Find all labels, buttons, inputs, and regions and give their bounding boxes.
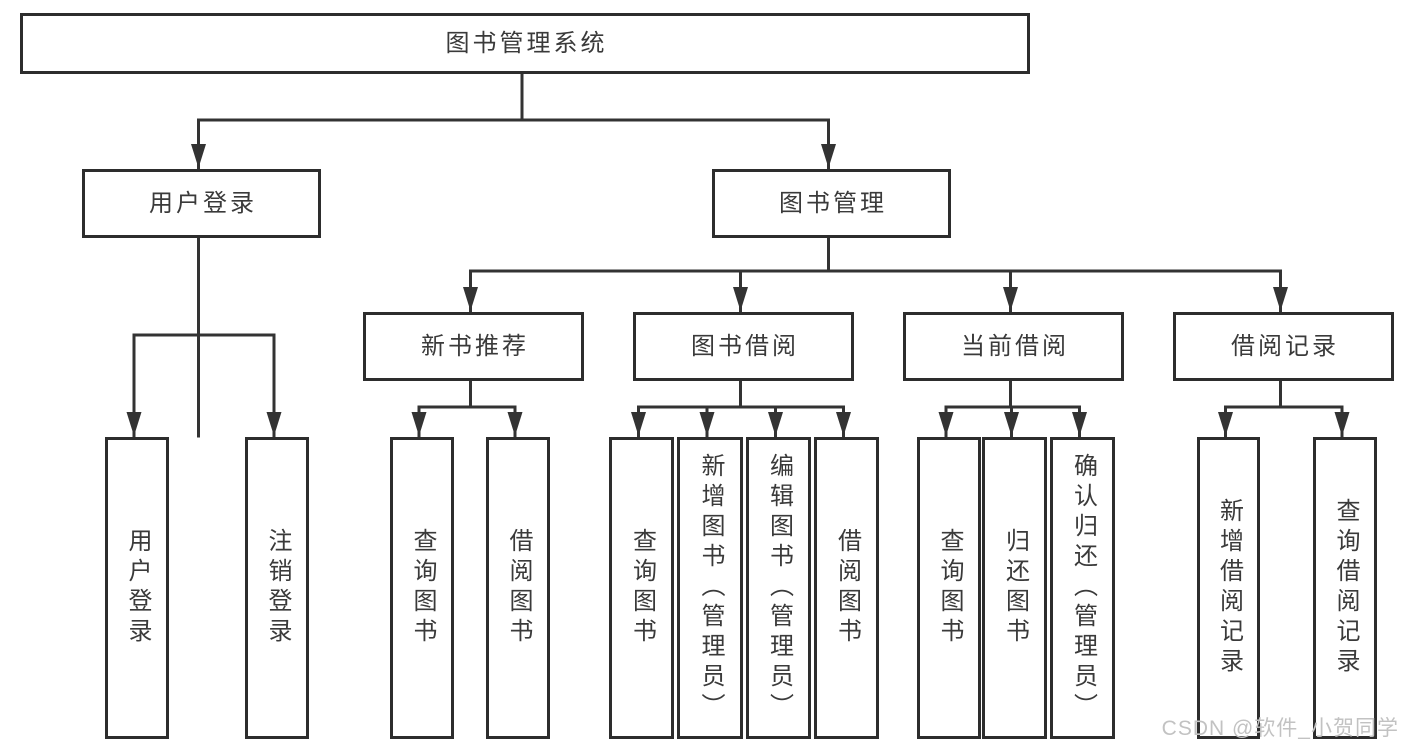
- leaf-user-login: 用户登录: [105, 437, 169, 739]
- node-current-borrowing: 当前借阅: [903, 312, 1124, 381]
- node-book-borrowing: 图书借阅: [633, 312, 854, 381]
- leaf-query-books-borrowing: 查询图书: [609, 437, 674, 739]
- node-user-login: 用户登录: [82, 169, 321, 238]
- node-root-system: 图书管理系统: [20, 13, 1030, 74]
- leaf-add-book-admin: 新增图书（管理员）: [677, 437, 743, 739]
- leaf-edit-book-admin: 编辑图书（管理员）: [746, 437, 811, 739]
- wire-book-management-to-level3: [463, 230, 1288, 313]
- wire-user-login-to-leaves: [126, 230, 282, 438]
- wire-borrowing-records-to-leaves: [1218, 373, 1350, 438]
- leaf-borrow-books: 借阅图书: [814, 437, 879, 739]
- leaf-query-borrow-record: 查询借阅记录: [1313, 437, 1377, 739]
- leaf-borrow-books-recommend: 借阅图书: [486, 437, 550, 739]
- leaf-query-books-recommend: 查询图书: [390, 437, 454, 739]
- leaf-confirm-return-admin: 确认归还（管理员）: [1050, 437, 1115, 739]
- leaf-add-borrow-record: 新增借阅记录: [1197, 437, 1260, 739]
- leaf-return-books: 归还图书: [982, 437, 1047, 739]
- leaf-logout: 注销登录: [245, 437, 309, 739]
- node-borrowing-records: 借阅记录: [1173, 312, 1394, 381]
- leaf-query-books-current: 查询图书: [917, 437, 981, 739]
- csdn-watermark: CSDN @软件_小贺同学: [1161, 717, 1399, 740]
- wire-new-book-recommendation-to-leaves: [411, 373, 523, 438]
- node-book-management: 图书管理: [712, 169, 951, 238]
- wire-book-borrowing-to-leaves: [631, 373, 851, 438]
- node-new-book-recommendation: 新书推荐: [363, 312, 584, 381]
- wire-current-borrowing-to-leaves: [938, 373, 1087, 438]
